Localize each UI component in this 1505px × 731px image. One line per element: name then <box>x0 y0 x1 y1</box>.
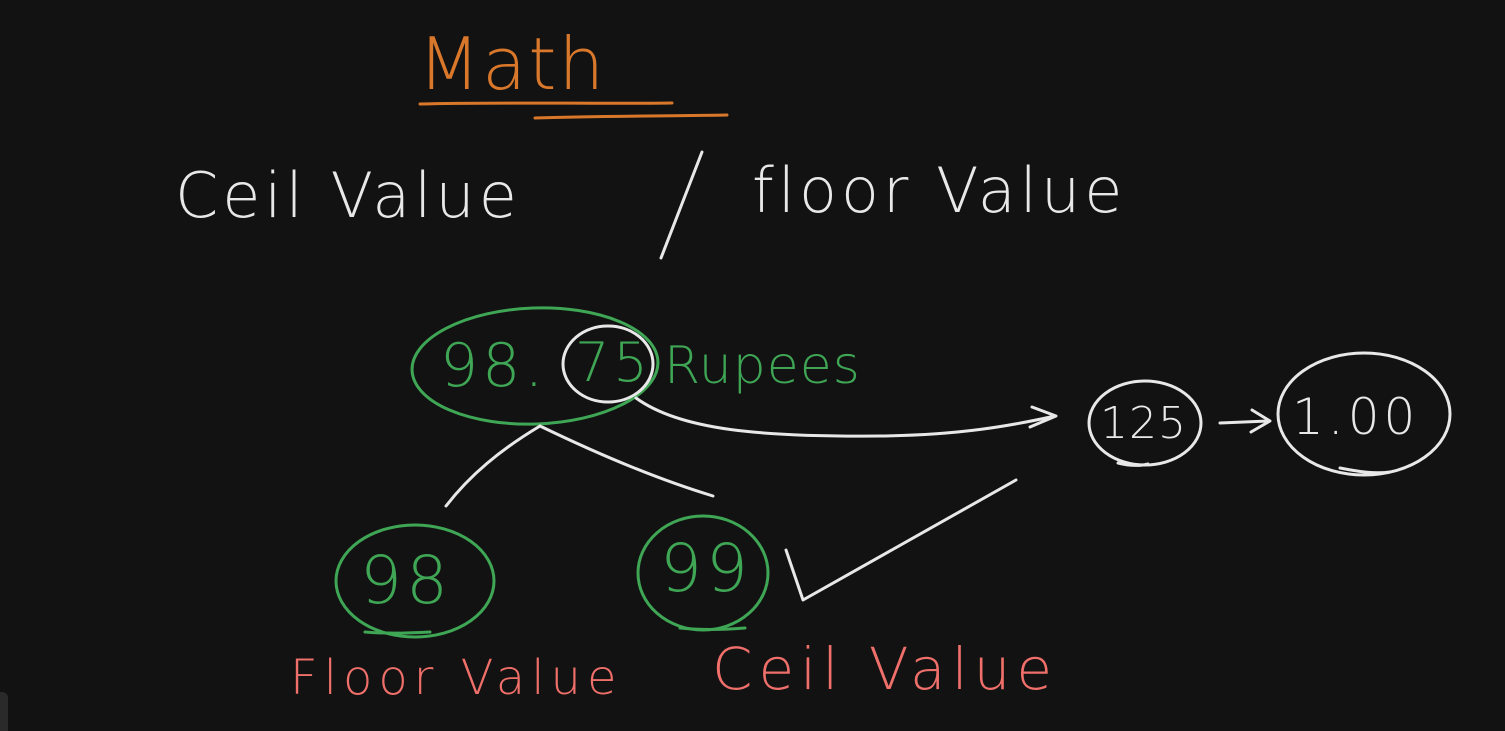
remainder-underline <box>1116 461 1150 467</box>
ceil-label: Ceil Value <box>712 635 1059 703</box>
floor-result-underline <box>363 630 432 635</box>
total-circle <box>1276 351 1452 477</box>
value-whole: 98. <box>440 331 548 401</box>
side-panel-handle[interactable] <box>0 692 8 731</box>
title-underline-second <box>533 113 729 120</box>
remainder-arrow-line <box>1218 419 1270 425</box>
page-title: Math <box>418 22 607 106</box>
floor-label: Floor Value <box>290 650 623 706</box>
remainder-value: 125 <box>1100 398 1187 449</box>
fraction-arrow-head <box>1028 405 1058 429</box>
ceil-result-underline <box>678 626 747 631</box>
total-value: 1.00 <box>1292 388 1420 446</box>
floor-result-circle <box>334 523 496 639</box>
unit-label: Rupees <box>664 336 861 396</box>
floor-result: 98 <box>360 542 452 619</box>
check-mark <box>784 478 1018 602</box>
heading-ceil: Ceil Value <box>175 159 521 232</box>
total-underline <box>1338 466 1392 475</box>
value-ellipse <box>410 306 660 426</box>
fraction-circle <box>561 324 655 404</box>
heading-separator: / <box>700 165 701 227</box>
title-underline <box>418 101 674 106</box>
floor-branch-line <box>444 424 542 508</box>
value-fraction: 75 <box>575 331 652 394</box>
remainder-arrow-head <box>1249 408 1272 434</box>
heading-floor: floor Value <box>752 154 1127 227</box>
ceil-branch-line <box>538 424 715 498</box>
heading-slash-stroke <box>659 150 704 260</box>
fraction-arrow-line <box>634 396 1057 438</box>
ceil-result: 99 <box>660 530 752 607</box>
